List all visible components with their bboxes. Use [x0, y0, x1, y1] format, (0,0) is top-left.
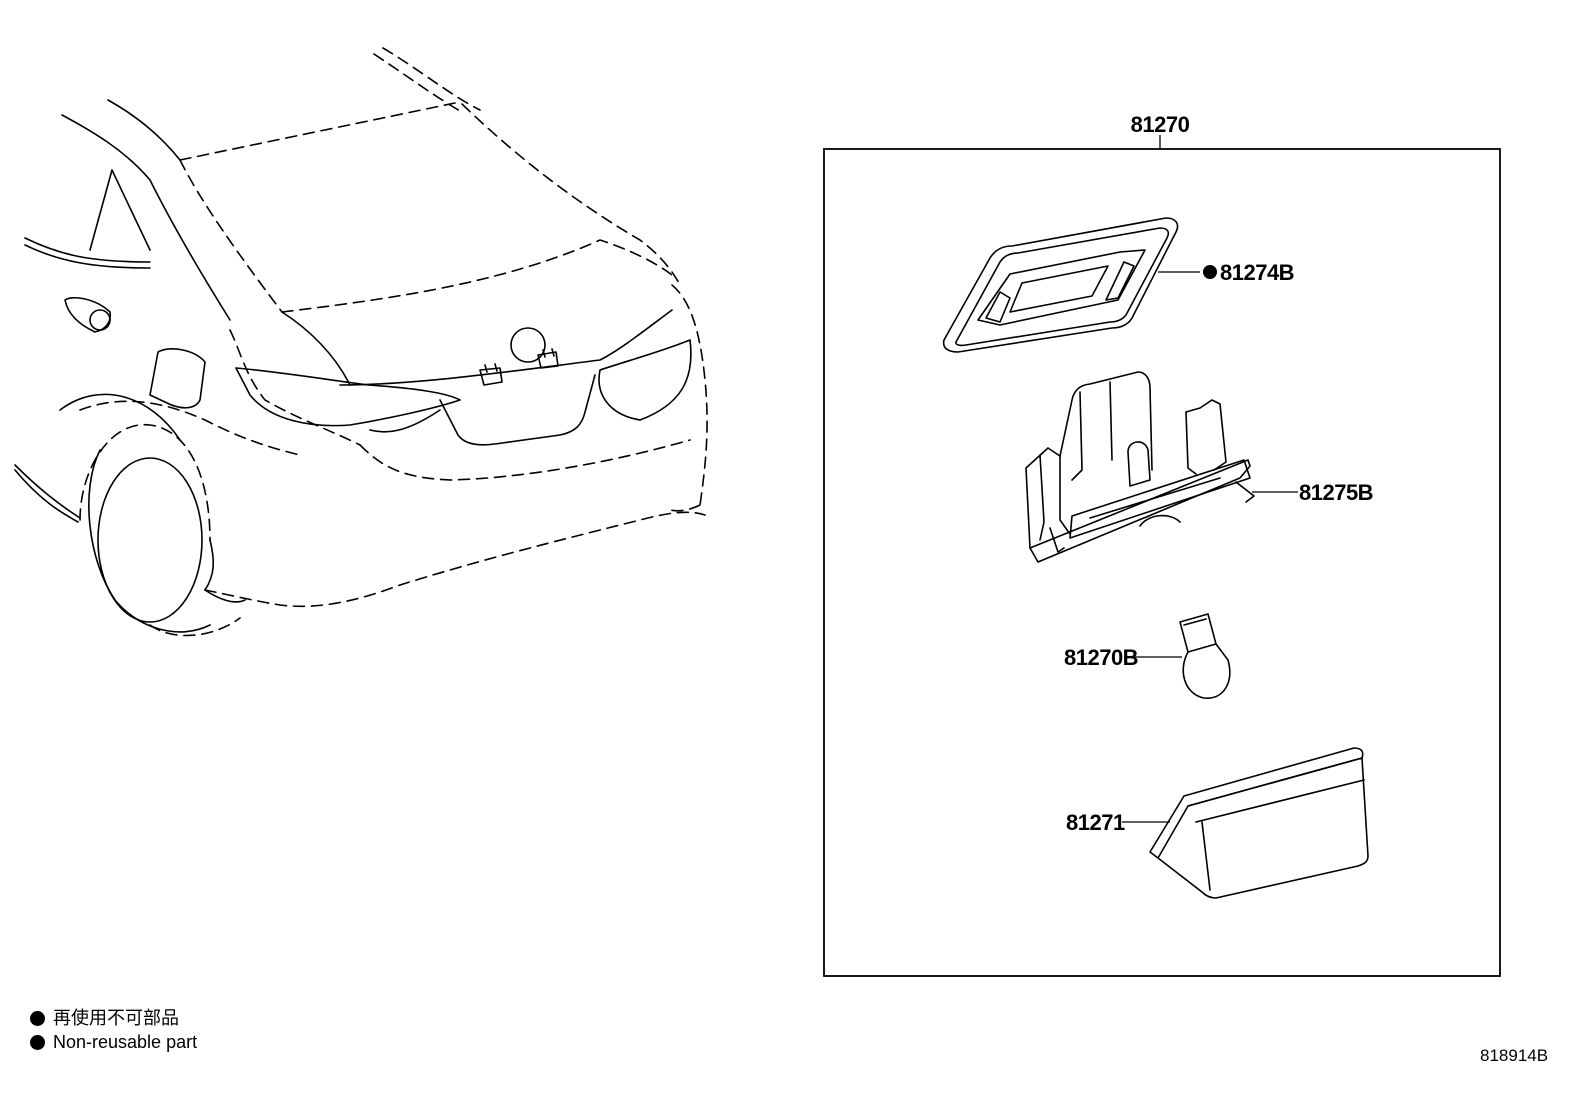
vehicle-rear-illustration	[14, 47, 708, 637]
lamp-housing-illustration	[1025, 371, 1255, 563]
non-reusable-dot-icon	[30, 1034, 45, 1050]
legend-japanese: 再使用不可部品	[30, 1006, 179, 1030]
gasket-illustration	[942, 217, 1179, 353]
non-reusable-dot-icon	[30, 1010, 45, 1026]
drawing-number: 818914B	[1480, 1046, 1549, 1065]
non-reusable-dot-icon	[1203, 265, 1217, 279]
callout-81270: 81270	[1131, 112, 1190, 137]
callout-81274B: 81274B	[1220, 260, 1294, 285]
assembly-box	[823, 135, 1501, 977]
legend-english: Non-reusable part	[30, 1030, 197, 1054]
legend-japanese-text: 再使用不可部品	[53, 1008, 179, 1028]
callout-81275B: 81275B	[1299, 480, 1373, 505]
callout-81270B: 81270B	[1064, 645, 1138, 670]
lens-illustration	[1149, 747, 1369, 899]
callout-81271: 81271	[1066, 810, 1125, 835]
legend-english-text: Non-reusable part	[53, 1032, 198, 1052]
bulb-illustration	[1179, 613, 1231, 699]
